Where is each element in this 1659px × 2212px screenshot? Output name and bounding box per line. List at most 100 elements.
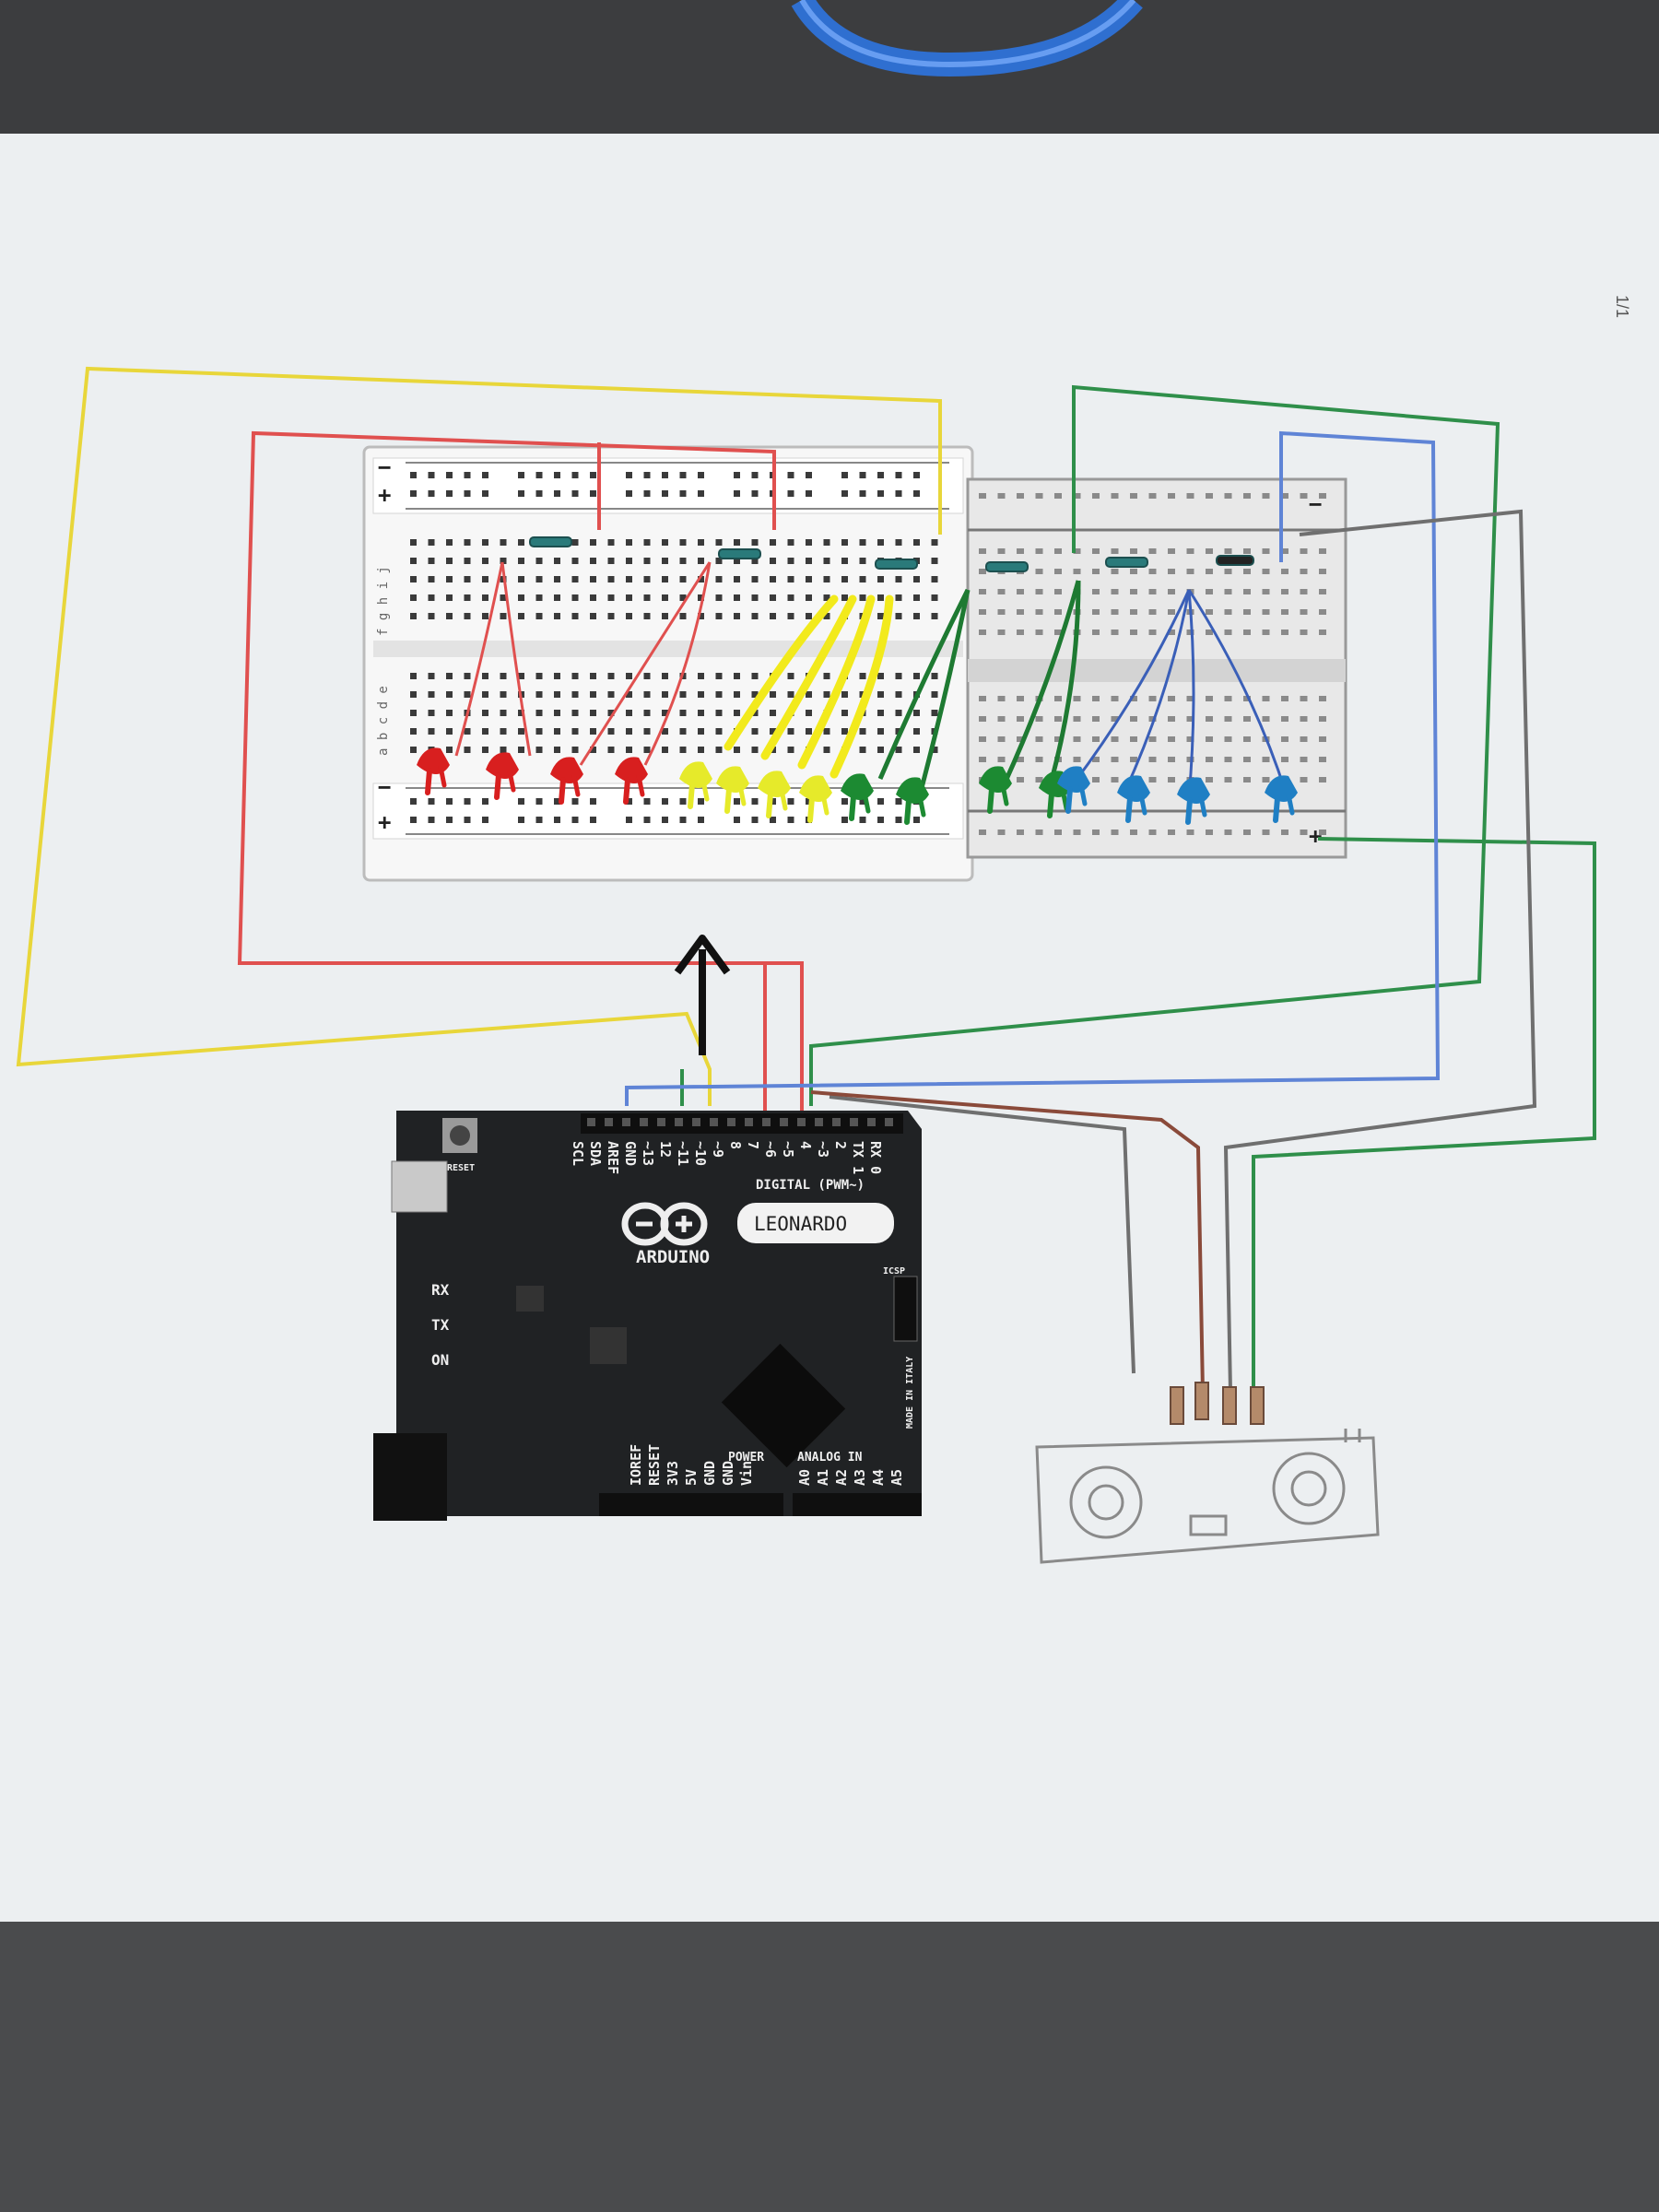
hole — [877, 594, 884, 601]
sketch-hole — [1092, 757, 1100, 762]
hole — [751, 613, 759, 619]
yellow-wire — [16, 366, 942, 1106]
sketch-hole — [1300, 609, 1308, 615]
sketch-hole — [1186, 629, 1194, 635]
rail-hole — [787, 798, 794, 805]
rail-hole — [859, 490, 866, 497]
rail-minus-label-bottom: − — [378, 774, 391, 800]
rail-hole — [590, 817, 596, 823]
sketch-hole — [1092, 777, 1100, 782]
hole — [607, 728, 615, 735]
hole — [751, 747, 759, 753]
sketch-hole — [1130, 629, 1137, 635]
rail-hole — [734, 817, 740, 823]
hole — [770, 576, 776, 582]
sketch-hole — [997, 736, 1006, 742]
hole — [751, 673, 759, 679]
hole — [554, 594, 560, 601]
led-row — [417, 747, 1298, 825]
sketch-hole — [1300, 736, 1308, 742]
rail-hole — [806, 490, 812, 497]
hole — [895, 539, 902, 546]
hole — [500, 691, 507, 698]
hole — [715, 747, 723, 753]
sketch-hole — [1300, 777, 1308, 782]
side-label: RX — [431, 1281, 450, 1299]
hole — [859, 558, 866, 564]
hole — [787, 728, 794, 735]
hole — [787, 576, 794, 582]
digital-header-label: DIGITAL (PWM~) — [756, 1178, 865, 1193]
power-header-label: POWER — [728, 1451, 764, 1465]
hole — [607, 539, 615, 546]
sketch-hole — [1168, 696, 1175, 701]
hole — [895, 594, 902, 601]
sketch-hole — [1148, 696, 1157, 701]
sketch-hole — [1224, 696, 1232, 701]
hole — [482, 613, 488, 619]
hole — [446, 673, 453, 679]
rail-hole — [859, 817, 866, 823]
hole — [626, 673, 632, 679]
hole — [446, 728, 453, 735]
hole — [643, 576, 651, 582]
hole — [734, 594, 740, 601]
hole — [464, 594, 471, 601]
rail-hole — [751, 490, 759, 497]
row-letters-bottom: a b c d e — [376, 686, 391, 756]
hole — [428, 558, 435, 564]
sketch-rail-hole — [1130, 830, 1137, 835]
rail-hole — [751, 798, 759, 805]
hole — [428, 673, 435, 679]
hole — [607, 613, 615, 619]
hole — [410, 539, 417, 546]
power-pin-label: 3V3 — [665, 1461, 681, 1486]
hole — [626, 710, 632, 716]
sketch-rail-hole — [979, 493, 986, 499]
sketch-rail-hole — [1281, 830, 1288, 835]
hole — [877, 691, 884, 698]
hole — [859, 747, 866, 753]
hole — [535, 710, 543, 716]
hole — [554, 710, 560, 716]
hole — [643, 728, 651, 735]
rail-hole — [913, 817, 920, 823]
hole — [877, 710, 884, 716]
hole — [554, 691, 560, 698]
sketch-rail-hole — [1206, 830, 1213, 835]
sketch-rail-hole — [1206, 493, 1213, 499]
sketch-hole — [1206, 569, 1213, 574]
sketch-hole — [1073, 757, 1081, 762]
hole — [626, 594, 632, 601]
rail-hole — [679, 798, 687, 805]
sketch-hole — [1111, 716, 1119, 722]
hole — [500, 747, 507, 753]
hole — [446, 747, 453, 753]
sketch-hole — [1186, 696, 1194, 701]
sketch-hole — [1148, 569, 1157, 574]
hole — [464, 728, 471, 735]
led-red — [615, 757, 648, 805]
sketch-hole — [979, 589, 986, 594]
sketch-hole — [1111, 548, 1119, 554]
rail-hole — [535, 472, 543, 478]
rail-hole — [446, 798, 453, 805]
sketch-hole — [1073, 696, 1081, 701]
hole — [931, 691, 938, 698]
hole — [500, 558, 507, 564]
header-pin — [587, 1118, 595, 1126]
hole — [877, 673, 884, 679]
sketch-hole — [1168, 629, 1175, 635]
sketch-hole — [1035, 569, 1043, 574]
hole — [626, 539, 632, 546]
sketch-hole — [1319, 696, 1326, 701]
hole — [662, 728, 668, 735]
hole — [518, 728, 524, 735]
hole — [715, 558, 723, 564]
arduino-logo-text: ARDUINO — [636, 1247, 710, 1267]
header-pin — [622, 1118, 630, 1126]
sketch-hole — [1319, 736, 1326, 742]
rail-hole — [662, 817, 668, 823]
hole — [500, 539, 507, 546]
rail-hole — [464, 472, 471, 478]
